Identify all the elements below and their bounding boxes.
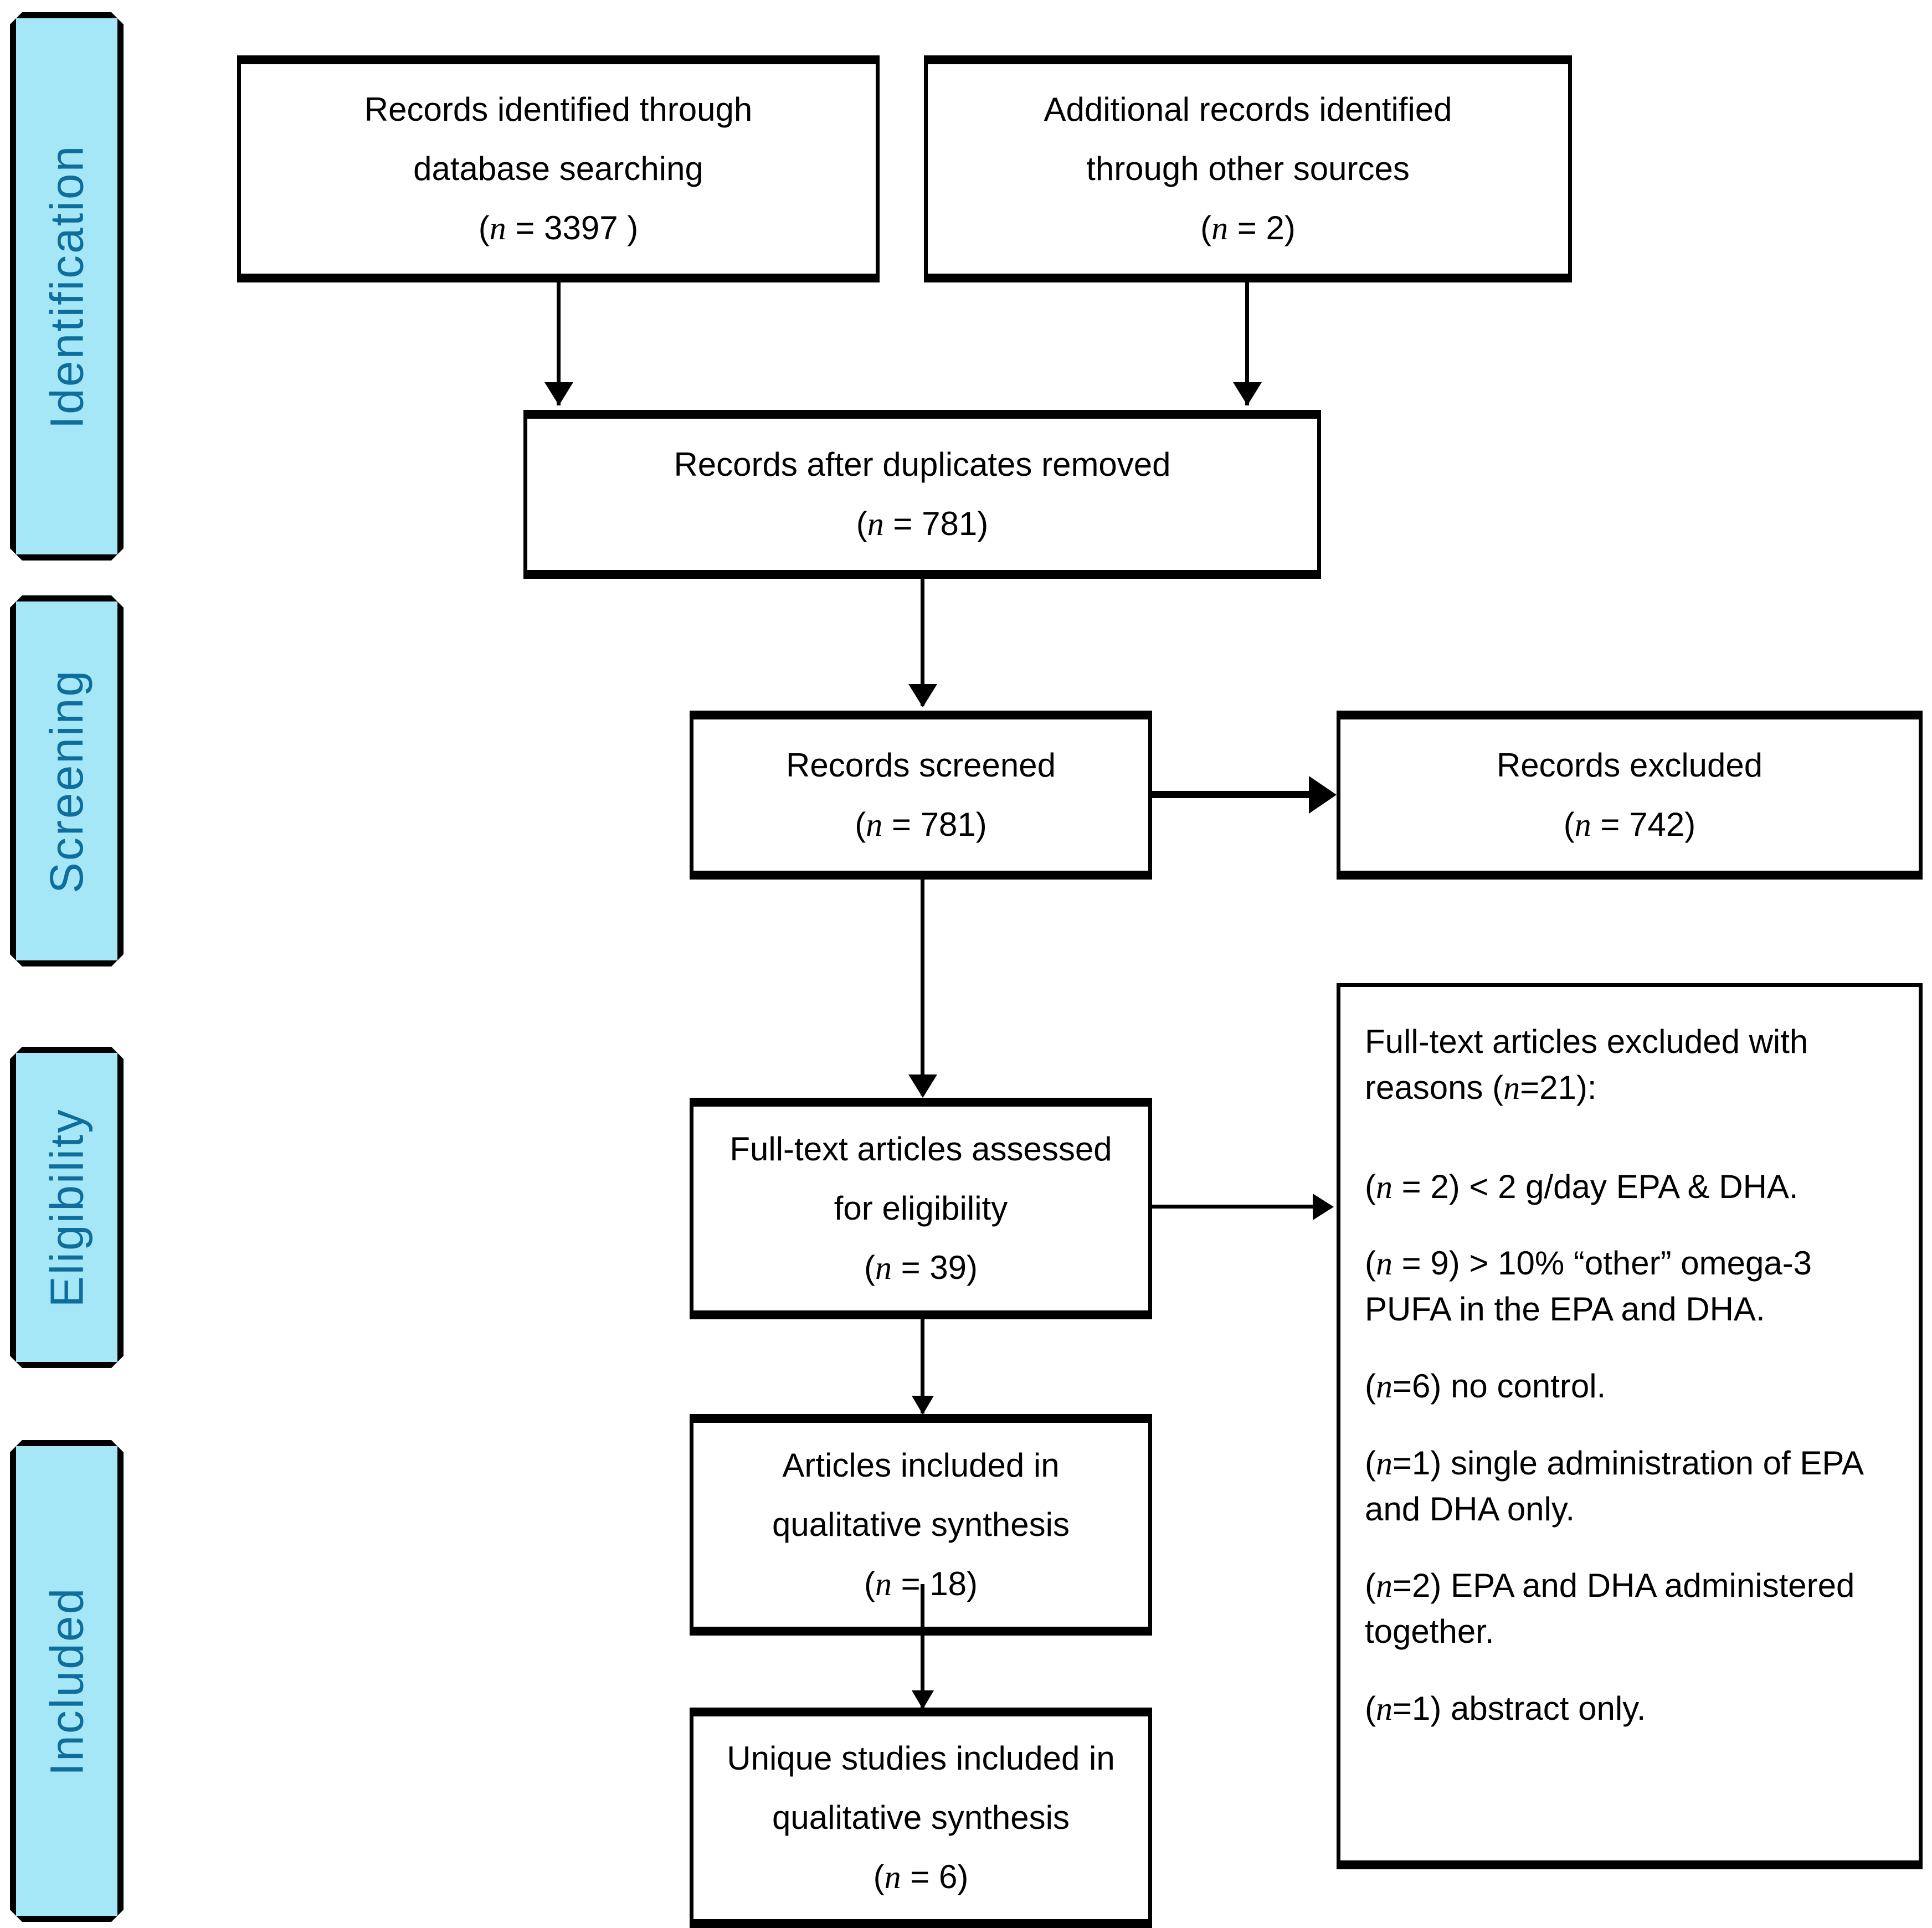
n-italic: n — [489, 210, 506, 246]
connector-screened-to-fulltext — [921, 880, 924, 1096]
box-records-identified-database: Records identified through database sear… — [237, 55, 880, 282]
box-records-after-duplicates-removed: Records after duplicates removed (n = 78… — [523, 410, 1321, 579]
box-line-1: Full-text articles assessed — [729, 1130, 1112, 1168]
n-italic: n — [875, 1566, 892, 1602]
box-line-1: Records screened — [786, 747, 1056, 784]
box-line-2: qualitative synthesis — [772, 1799, 1070, 1836]
n-italic: n — [867, 506, 884, 542]
box-line-2: qualitative synthesis — [772, 1506, 1070, 1543]
arrowhead-fulltext-to-articles-included — [912, 1396, 934, 1415]
stage-tab-screening: Screening — [10, 595, 124, 966]
box-line-2: through other sources — [1086, 150, 1410, 187]
box-count: (n = 2) — [1200, 209, 1296, 246]
connector-db-to-duplicates — [557, 282, 561, 405]
connector-fulltext-to-articles-included — [921, 1319, 924, 1413]
arrowhead-articles-to-unique-studies — [912, 1690, 934, 1709]
stage-tab-eligibility: Eligibility — [10, 1047, 124, 1368]
box-line-1: Records excluded — [1496, 747, 1763, 784]
box-count: (n = 742) — [1563, 806, 1696, 843]
n-italic: n — [1574, 806, 1591, 843]
arrowhead-duplicates-to-screened — [908, 684, 937, 707]
n-italic: n — [1375, 1245, 1393, 1282]
box-line-1: Records after duplicates removed — [674, 446, 1171, 483]
arrowhead-screened-to-excluded — [1309, 776, 1337, 814]
n-italic: n — [1375, 1690, 1393, 1727]
n-italic: n — [884, 1859, 901, 1895]
box-line-2: database searching — [413, 150, 703, 187]
n-italic: n — [866, 806, 883, 843]
arrowhead-fulltext-to-reasons — [1313, 1194, 1334, 1220]
connector-articles-to-unique-studies — [921, 1584, 924, 1709]
box-count: (n = 781) — [855, 806, 987, 843]
arrowhead-db-to-duplicates — [544, 382, 573, 405]
reason-item: (n=1) single administration of EPA and D… — [1365, 1444, 1862, 1528]
box-records-excluded: Records excluded (n = 742) — [1337, 711, 1923, 880]
box-fulltext-articles-assessed: Full-text articles assessed for eligibil… — [690, 1098, 1152, 1319]
n-italic: n — [875, 1250, 892, 1286]
n-italic: n — [1375, 1444, 1393, 1482]
box-records-screened: Records screened (n = 781) — [690, 711, 1152, 880]
arrowhead-screened-to-fulltext — [908, 1074, 937, 1098]
stage-label-eligibility: Eligibility — [40, 1108, 93, 1307]
n-italic: n — [1211, 210, 1229, 246]
box-count: (n = 781) — [856, 505, 989, 542]
box-count: (n = 6) — [873, 1858, 969, 1895]
box-line-1: Unique studies included in — [727, 1740, 1115, 1777]
stage-label-included: Included — [40, 1586, 93, 1776]
connector-duplicates-to-screened — [921, 579, 924, 706]
box-line-2: for eligibility — [834, 1190, 1008, 1227]
box-line-1: Additional records identified — [1044, 91, 1452, 128]
box-count: (n = 39) — [864, 1249, 978, 1286]
n-italic: n — [1503, 1069, 1520, 1106]
reasons-heading: Full-text articles excluded with reasons… — [1365, 1023, 1808, 1106]
stage-label-screening: Screening — [40, 669, 93, 893]
arrowhead-other-to-duplicates — [1233, 382, 1262, 405]
box-line-1: Articles included in — [782, 1447, 1060, 1484]
reason-item: (n = 2) < 2 g/day EPA & DHA. — [1365, 1168, 1799, 1205]
box-additional-records-other-sources: Additional records identified through ot… — [924, 55, 1572, 282]
stage-tab-included: Included — [10, 1440, 124, 1922]
connector-other-to-duplicates — [1245, 282, 1249, 405]
n-italic: n — [1375, 1567, 1393, 1605]
reason-item: (n=6) no control. — [1365, 1367, 1606, 1405]
box-fulltext-excluded-with-reasons: Full-text articles excluded with reasons… — [1337, 983, 1923, 1869]
reason-item: (n=2) EPA and DHA administered together. — [1365, 1567, 1855, 1651]
box-count: (n = 3397 ) — [478, 209, 639, 246]
box-line-1: Records identified through — [364, 91, 753, 128]
reason-item: (n=1) abstract only. — [1365, 1689, 1646, 1727]
reason-item: (n = 9) > 10% “other” omega-3 PUFA in th… — [1365, 1245, 1812, 1328]
connector-fulltext-to-reasons — [1152, 1205, 1318, 1209]
connector-screened-to-excluded — [1152, 791, 1316, 798]
box-count: (n = 18) — [864, 1565, 978, 1602]
stage-label-identification: Identification — [40, 144, 93, 429]
n-italic: n — [1375, 1168, 1393, 1205]
stage-tab-identification: Identification — [10, 12, 124, 561]
n-italic: n — [1375, 1367, 1393, 1405]
box-unique-studies-included: Unique studies included in qualitative s… — [690, 1708, 1152, 1928]
